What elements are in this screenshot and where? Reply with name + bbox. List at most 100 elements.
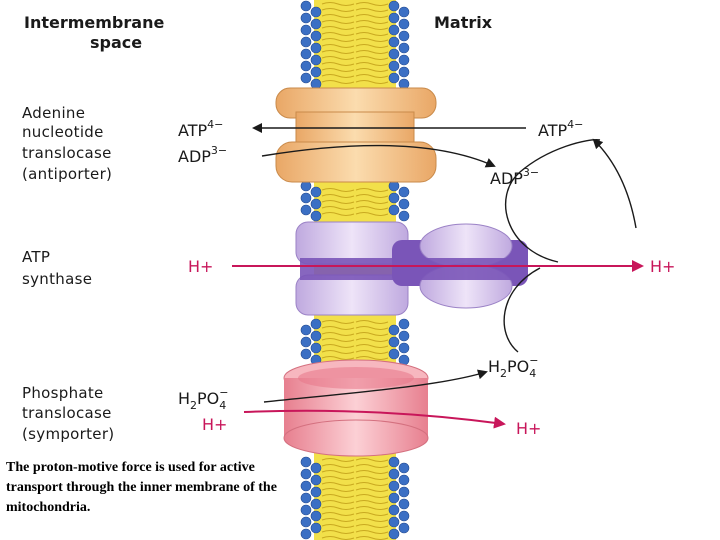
- caption-text: The proton-motive force is used for acti…: [4, 456, 298, 520]
- lipid-tail: [321, 494, 389, 498]
- lipid-head: [388, 348, 400, 360]
- lipid-tail: [321, 212, 389, 216]
- lipid-head: [300, 480, 312, 492]
- lipid-tail: [321, 530, 389, 534]
- lipid-head: [388, 324, 400, 336]
- lipid-head: [300, 516, 312, 528]
- lipid-tail: [321, 188, 389, 192]
- lipid-tail: [321, 44, 389, 48]
- lipid-head: [310, 330, 322, 342]
- lipid-tail: [321, 332, 389, 336]
- lipid-head: [398, 54, 410, 66]
- lipid-head: [300, 336, 312, 348]
- lipid-head: [398, 198, 410, 210]
- lipid-tail: [321, 464, 389, 468]
- lipid-head: [310, 462, 322, 474]
- lipid-tail: [321, 32, 389, 36]
- lipid-tail: [321, 518, 389, 522]
- lipid-head: [398, 330, 410, 342]
- h-plus-matrix-symporter: H+: [516, 419, 541, 438]
- lipid-head: [310, 30, 322, 42]
- lipid-head: [310, 318, 322, 330]
- lipid-tail: [321, 62, 389, 66]
- lipid-head: [398, 474, 410, 486]
- lipid-head: [398, 342, 410, 354]
- lipid-head: [300, 48, 312, 60]
- lipid-head: [388, 48, 400, 60]
- lipid-head: [398, 210, 410, 222]
- atp-product-arrow: [592, 138, 637, 229]
- lipid-head: [310, 522, 322, 534]
- lipid-head: [300, 192, 312, 204]
- lipid-head: [300, 468, 312, 480]
- lipid-head: [300, 504, 312, 516]
- adp-label-intermembrane: ADP3−: [178, 144, 227, 166]
- lipid-head: [310, 498, 322, 510]
- lipid-head: [310, 198, 322, 210]
- lipid-head: [388, 12, 400, 24]
- lipid-tail: [321, 38, 389, 42]
- lipid-head: [310, 210, 322, 222]
- lipid-head: [398, 66, 410, 78]
- svg-text:Adenine: Adenine: [22, 104, 85, 122]
- lipid-tail: [321, 200, 389, 204]
- svg-text:translocase: translocase: [22, 144, 112, 162]
- lipid-tail: [321, 320, 389, 324]
- lipid-head: [310, 54, 322, 66]
- svg-text:nucleotide: nucleotide: [22, 123, 104, 141]
- lipid-tail: [321, 338, 389, 342]
- lipid-tail: [321, 68, 389, 72]
- lipid-tail: [321, 536, 389, 540]
- lipid-tail: [321, 8, 389, 12]
- lipid-head: [300, 456, 312, 468]
- lipid-head: [398, 318, 410, 330]
- svg-text:ATP: ATP: [22, 248, 50, 266]
- lipid-tail: [321, 206, 389, 210]
- lipid-head: [300, 348, 312, 360]
- intermembrane-label-line1: Intermembrane: [24, 13, 164, 32]
- lipid-tail: [321, 14, 389, 18]
- lipid-head: [388, 0, 400, 12]
- lipid-head: [388, 204, 400, 216]
- antiporter-protein: [275, 87, 437, 183]
- lipid-head: [310, 510, 322, 522]
- lipid-head: [300, 324, 312, 336]
- svg-text:(antiporter): (antiporter): [22, 165, 112, 183]
- lipid-tail: [321, 50, 389, 54]
- svg-text:translocase: translocase: [22, 404, 112, 422]
- lipid-tail: [321, 326, 389, 330]
- lipid-head: [388, 480, 400, 492]
- lipid-head: [388, 60, 400, 72]
- lipid-head: [388, 492, 400, 504]
- lipid-tail: [321, 470, 389, 474]
- lipid-tail: [321, 482, 389, 486]
- lipid-tail: [321, 524, 389, 528]
- lipid-tail: [321, 350, 389, 354]
- svg-text:synthase: synthase: [22, 270, 92, 288]
- lipid-head: [300, 0, 312, 12]
- intermembrane-label-line2: space: [90, 33, 142, 52]
- lipid-tail: [321, 74, 389, 78]
- adp-label-matrix: ADP3−: [490, 166, 539, 188]
- lipid-head: [310, 66, 322, 78]
- lipid-head: [300, 492, 312, 504]
- h-plus-matrix-synthase: H+: [650, 257, 675, 276]
- phosphate-label-matrix: H2PO4−: [488, 354, 539, 380]
- svg-text:Phosphate: Phosphate: [22, 384, 104, 402]
- phosphate-use-arrow: [503, 267, 541, 353]
- lipid-head: [388, 72, 400, 84]
- symporter-proton-arrow: [243, 409, 506, 429]
- lipid-tail: [321, 80, 389, 84]
- lipid-tail: [321, 506, 389, 510]
- lipid-head: [388, 504, 400, 516]
- synthase-label: ATP synthase: [22, 248, 92, 288]
- atp-label-intermembrane: ATP4−: [178, 118, 223, 140]
- lipid-head: [398, 186, 410, 198]
- matrix-label: Matrix: [434, 13, 493, 32]
- lipid-tail: [321, 476, 389, 480]
- lipid-head: [398, 30, 410, 42]
- lipid-head: [310, 474, 322, 486]
- lipid-head: [388, 468, 400, 480]
